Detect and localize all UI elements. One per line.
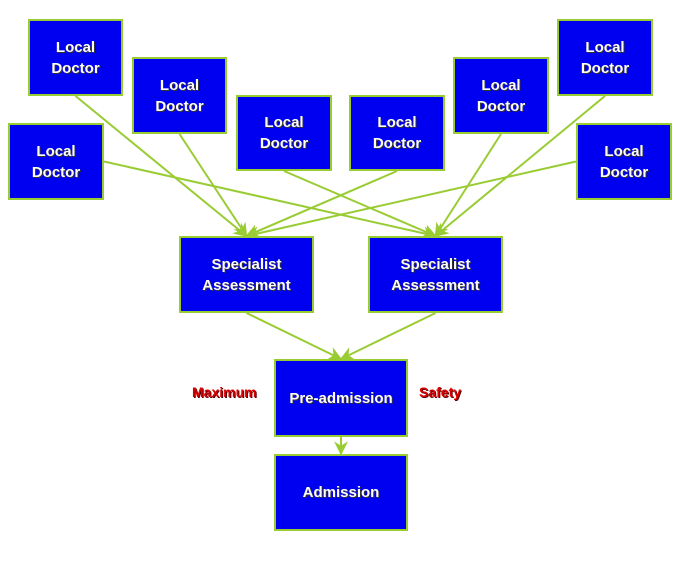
connector-arrow-spec2-preadm [339, 312, 436, 360]
node-label: Local Doctor [580, 38, 630, 77]
local-doctor-box: Local Doctor [349, 95, 445, 171]
node-label: Specialist Assessment [202, 255, 291, 294]
node-label: Local Doctor [476, 76, 526, 115]
connector-arrow-doc2-spec2 [103, 160, 437, 241]
admission-box: Admission [274, 454, 408, 531]
connector-arrow-doc1-spec1 [74, 95, 248, 237]
local-doctor-box: Local Doctor [576, 123, 672, 200]
connector-arrow-doc5-spec1 [245, 170, 398, 238]
connector-arrow-doc8-spec1 [245, 160, 577, 241]
connector-arrow-spec1-preadm [246, 312, 343, 360]
side-label-right: Safety [419, 384, 462, 400]
specialist-assessment-box: Specialist Assessment [179, 236, 314, 313]
connector-arrow-doc3-spec1 [178, 133, 248, 238]
local-doctor-box: Local Doctor [236, 95, 332, 171]
node-label: Local Doctor [259, 114, 309, 152]
local-doctor-box: Local Doctor [8, 123, 104, 200]
node-label: Local Doctor [155, 76, 204, 115]
local-doctor-box: Local Doctor [28, 19, 123, 96]
node-label: Local Doctor [372, 114, 422, 152]
node-label: Local Doctor [51, 38, 100, 77]
node-label: Pre-admission [289, 389, 393, 407]
local-doctor-box: Local Doctor [557, 19, 653, 96]
connector-arrow-doc4-spec2 [283, 170, 437, 238]
pre-admission-box: Pre-admission [274, 359, 408, 437]
node-label: Specialist Assessment [391, 255, 480, 294]
local-doctor-box: Local Doctor [453, 57, 549, 134]
node-label: Admission [302, 484, 380, 501]
connector-arrow-doc7-spec2 [434, 95, 606, 237]
node-label: Local Doctor [31, 142, 81, 181]
specialist-assessment-box: Specialist Assessment [368, 236, 503, 313]
node-label: Local Doctor [599, 142, 649, 181]
side-label-left: Maximum [192, 384, 257, 400]
local-doctor-box: Local Doctor [132, 57, 227, 134]
